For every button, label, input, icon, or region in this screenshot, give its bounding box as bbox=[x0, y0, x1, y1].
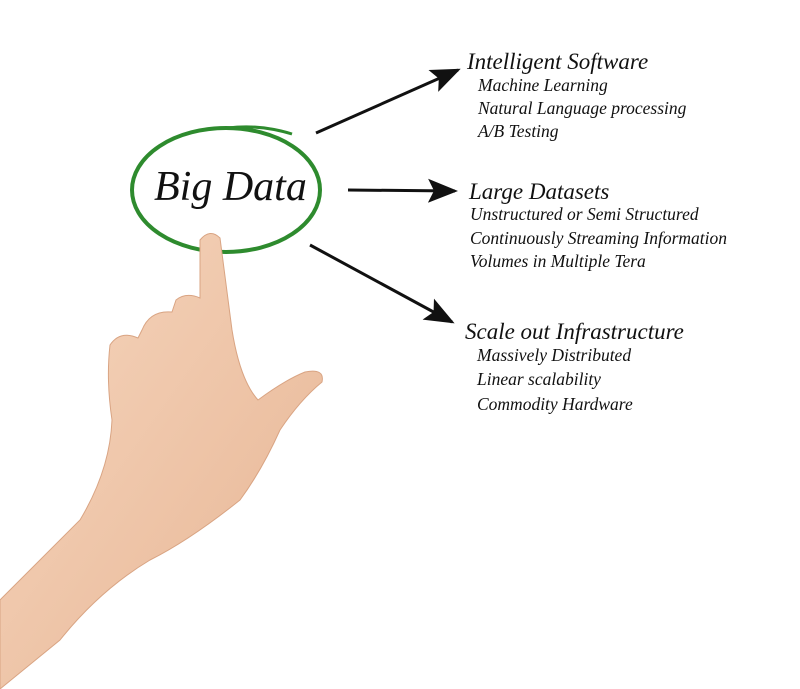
arrow-intelligent-software bbox=[315, 68, 461, 135]
branch-item: Massively Distributed bbox=[477, 345, 632, 365]
branch-item: Natural Language processing bbox=[478, 98, 687, 118]
branch-heading: Intelligent Software bbox=[467, 49, 649, 74]
branch-item: Linear scalability bbox=[477, 369, 601, 389]
branch-heading: Large Datasets bbox=[469, 179, 610, 204]
branch-heading: Scale out Infrastructure bbox=[465, 319, 684, 344]
arrow-scale-out bbox=[309, 243, 455, 324]
branch-item: Commodity Hardware bbox=[477, 394, 633, 414]
branch-item: Volumes in Multiple Tera bbox=[470, 251, 646, 271]
big-data-ellipse bbox=[130, 126, 322, 254]
branch-item: Continuously Streaming Information bbox=[470, 228, 727, 248]
branch-item: Machine Learning bbox=[478, 75, 608, 95]
branch-item: A/B Testing bbox=[478, 121, 559, 141]
pointing-hand bbox=[0, 233, 323, 689]
branch-item: Unstructured or Semi Structured bbox=[470, 204, 699, 224]
ellipse-tail bbox=[227, 125, 293, 136]
center-label: Big Data bbox=[154, 164, 307, 210]
arrow-large-datasets bbox=[347, 178, 458, 203]
